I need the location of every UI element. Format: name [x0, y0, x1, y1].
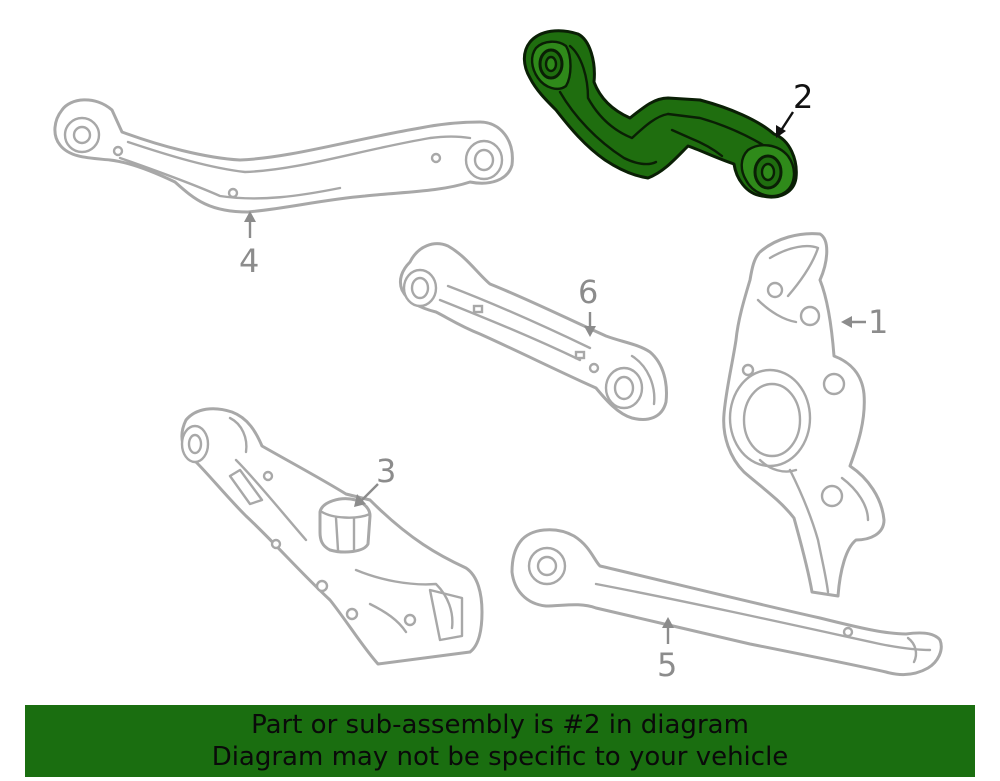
callout-label-5: 5: [657, 646, 677, 684]
banner-line-2: Diagram may not be specific to your vehi…: [211, 742, 789, 772]
callout-2: 2: [776, 78, 813, 138]
part-4-control-arm[interactable]: [53, 98, 514, 214]
part-3-lower-arm[interactable]: [180, 407, 484, 666]
callout-label-6: 6: [578, 273, 598, 311]
info-banner: Part or sub-assembly is #2 in diagram Di…: [25, 705, 975, 777]
callout-4: 4: [239, 211, 259, 280]
callout-label-3: 3: [376, 452, 396, 490]
callout-1: 1: [841, 303, 888, 341]
callout-label-4: 4: [239, 242, 259, 280]
callout-5: 5: [657, 617, 677, 684]
part-1-knuckle[interactable]: [722, 232, 886, 598]
callout-label-1: 1: [868, 303, 888, 341]
banner-line-1: Part or sub-assembly is #2 in diagram: [251, 710, 749, 740]
part-2-upper-arm-highlighted[interactable]: [522, 29, 798, 199]
part-5-lower-link[interactable]: [510, 528, 943, 677]
callout-3: 3: [354, 452, 396, 507]
callout-label-2: 2: [793, 78, 813, 116]
callout-6: 6: [578, 273, 598, 337]
part-6-link-arm[interactable]: [398, 242, 668, 421]
